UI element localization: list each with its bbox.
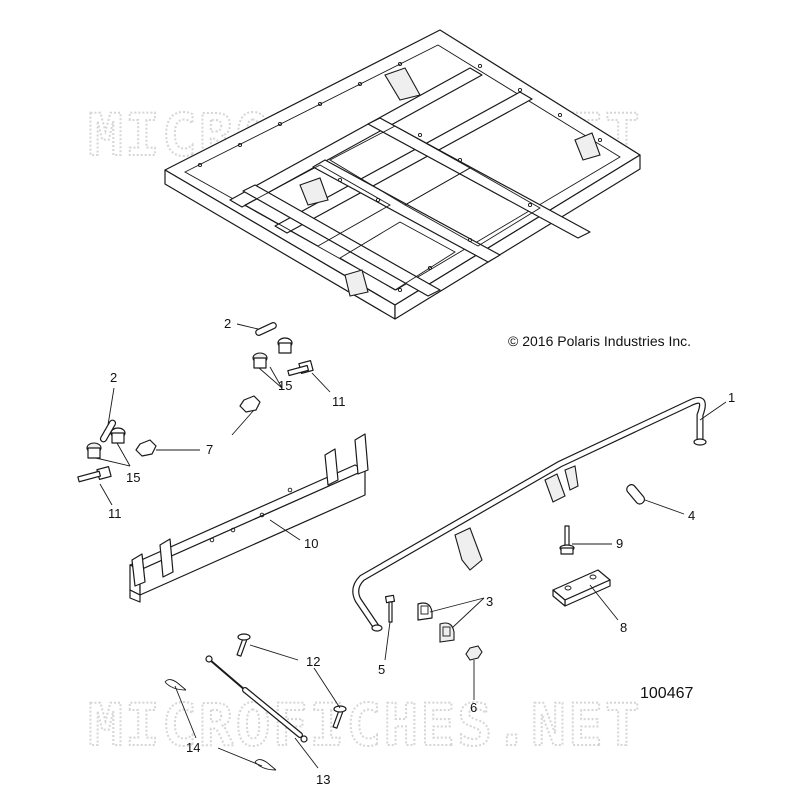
- bolt-upper: [287, 360, 314, 377]
- lock-nut: [465, 645, 483, 661]
- bed-frame: [164, 29, 641, 320]
- mounting-plate: [552, 569, 611, 607]
- pin-upper: [255, 322, 277, 336]
- pivot-pin-upper: [236, 633, 251, 657]
- callout-15a: 15: [278, 378, 292, 393]
- callout-7: 7: [206, 442, 213, 457]
- callout-4: 4: [688, 508, 695, 523]
- cotter-pin-upper: [164, 679, 187, 691]
- nut-lower: [135, 439, 157, 457]
- bushings-lower: [86, 427, 126, 459]
- callout-2a: 2: [224, 316, 231, 331]
- clamp-lower: [439, 622, 455, 643]
- clamp-upper: [417, 602, 433, 621]
- callout-6: 6: [470, 700, 477, 715]
- callout-15b: 15: [126, 470, 140, 485]
- callout-3: 3: [486, 594, 493, 609]
- callout-12: 12: [306, 654, 320, 669]
- callout-14: 14: [186, 740, 200, 755]
- callout-13: 13: [316, 772, 330, 787]
- bolt-lower: [77, 466, 112, 483]
- spring-pin: [626, 484, 646, 505]
- pivot-pin-lower: [332, 705, 347, 729]
- nut-upper: [239, 395, 261, 413]
- callout-11b: 11: [108, 506, 122, 521]
- latch-bar-tube: [352, 396, 707, 632]
- callout-10: 10: [304, 536, 318, 551]
- callout-5: 5: [378, 662, 385, 677]
- callout-11a: 11: [332, 394, 346, 409]
- callout-2b: 2: [110, 370, 117, 385]
- copyright-notice: © 2016 Polaris Industries Inc.: [508, 333, 691, 349]
- bushings-upper: [252, 337, 293, 369]
- figure-number: 100467: [640, 685, 693, 702]
- channel-bracket: [129, 433, 369, 603]
- callout-9: 9: [616, 536, 623, 551]
- leader-lines: [95, 323, 727, 769]
- gas-strut: [205, 655, 308, 743]
- rivet: [559, 525, 575, 555]
- callout-8: 8: [620, 620, 627, 635]
- callout-1: 1: [728, 390, 735, 405]
- watermark-bottom: MICROFICHES.NET: [88, 691, 642, 759]
- small-bolt: [384, 594, 396, 623]
